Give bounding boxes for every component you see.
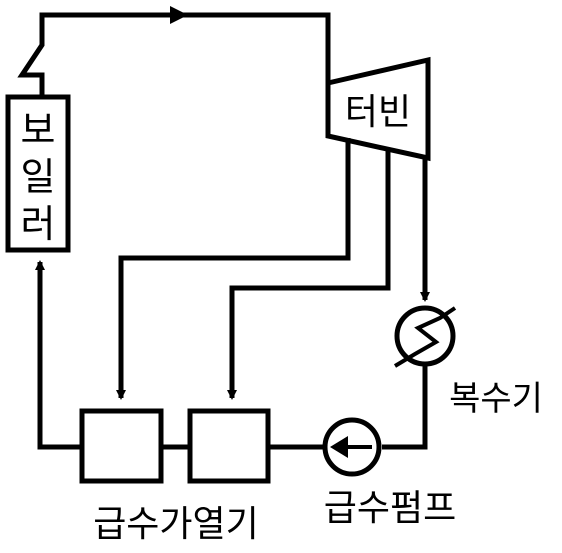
main-steam-line (17, 12, 331, 96)
turbine-label: 터빈 (345, 92, 411, 133)
steam-flow-arrow (170, 6, 188, 24)
condenser-label: 복수기 (449, 379, 543, 419)
extraction-line-2 (227, 148, 391, 400)
condenser-circle (394, 305, 456, 367)
feedwater-heater-label: 급수가열기 (93, 504, 259, 545)
pump-flow-arrow (330, 436, 348, 458)
boiler-label-2: 일 (21, 155, 56, 199)
feedwater-heater-2-box (187, 408, 271, 484)
turbine-shape (325, 56, 431, 162)
boiler-label-3: 러 (21, 202, 56, 246)
extraction-line-1 (116, 138, 351, 400)
feed-pump-circle (322, 417, 382, 477)
feedwater-heater-1-box (79, 408, 164, 484)
feedwater-return-line (35, 260, 82, 450)
condenser-coil (393, 306, 457, 368)
feed-pump-label: 급수펌프 (324, 488, 456, 529)
condensate-line (382, 365, 428, 450)
boiler-label-1: 보 (21, 108, 56, 152)
boiler-box (5, 94, 71, 253)
